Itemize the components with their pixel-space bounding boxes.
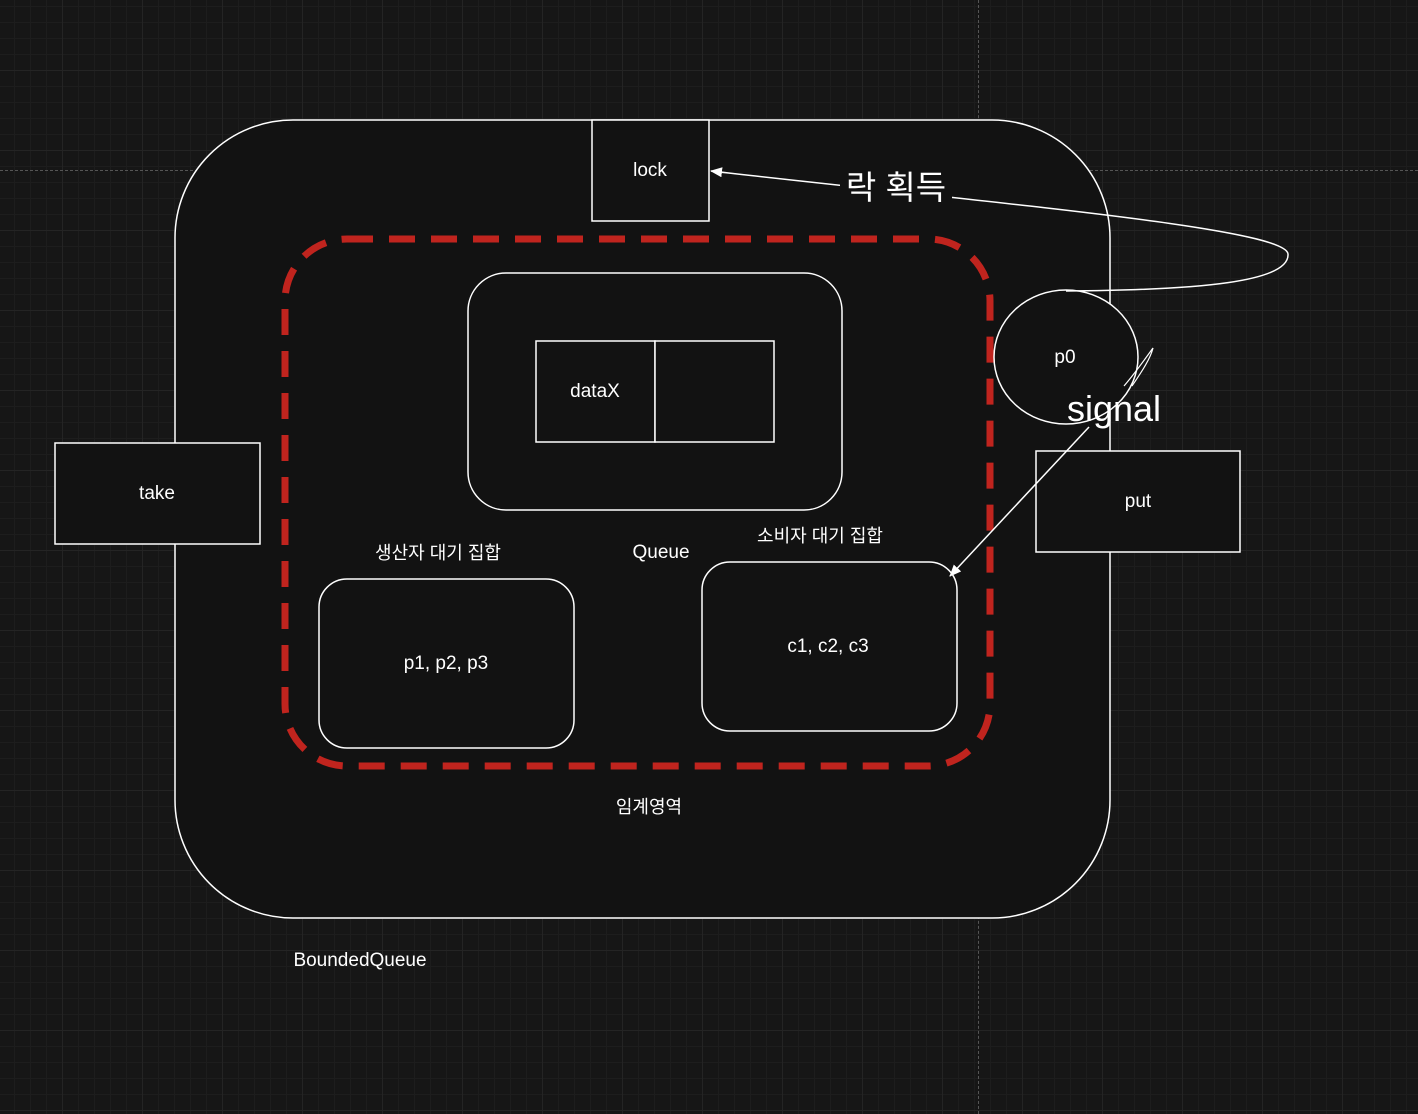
data-cell-1[interactable]	[535, 340, 656, 443]
consumer-wait-set-box[interactable]	[701, 561, 958, 732]
consumer-wait-set-members: c1, c2, c3	[787, 636, 869, 657]
thread-p0-label: p0	[1054, 347, 1076, 368]
data-cell-2[interactable]	[654, 340, 775, 443]
put-label: put	[1124, 491, 1152, 512]
take-label: take	[139, 483, 175, 504]
producer-wait-set-box[interactable]	[318, 578, 575, 749]
lock-box[interactable]	[591, 119, 710, 222]
data-cell-label: dataX	[570, 381, 620, 402]
signal-squiggle	[1123, 347, 1154, 387]
thread-p0-circle[interactable]	[993, 289, 1139, 425]
lock-label: lock	[633, 160, 667, 181]
put-box[interactable]	[1035, 450, 1241, 553]
signal-label: signal	[1066, 388, 1162, 429]
critical-section-region[interactable]	[281, 235, 994, 770]
producer-wait-set-title: 생산자 대기 집합	[375, 543, 501, 563]
queue-label: Queue	[632, 542, 690, 563]
lock-acquire-label: 락 획득	[845, 169, 947, 206]
take-box[interactable]	[54, 442, 261, 545]
critical-section-label: 임계영역	[615, 797, 683, 817]
bounded-queue-label: BoundedQueue	[293, 950, 427, 971]
producer-wait-set-members: p1, p2, p3	[403, 653, 489, 674]
consumer-wait-set-title: 소비자 대기 집합	[757, 526, 883, 546]
signal-arrow	[949, 426, 1090, 577]
lock-acquire-label-bg	[840, 166, 952, 204]
